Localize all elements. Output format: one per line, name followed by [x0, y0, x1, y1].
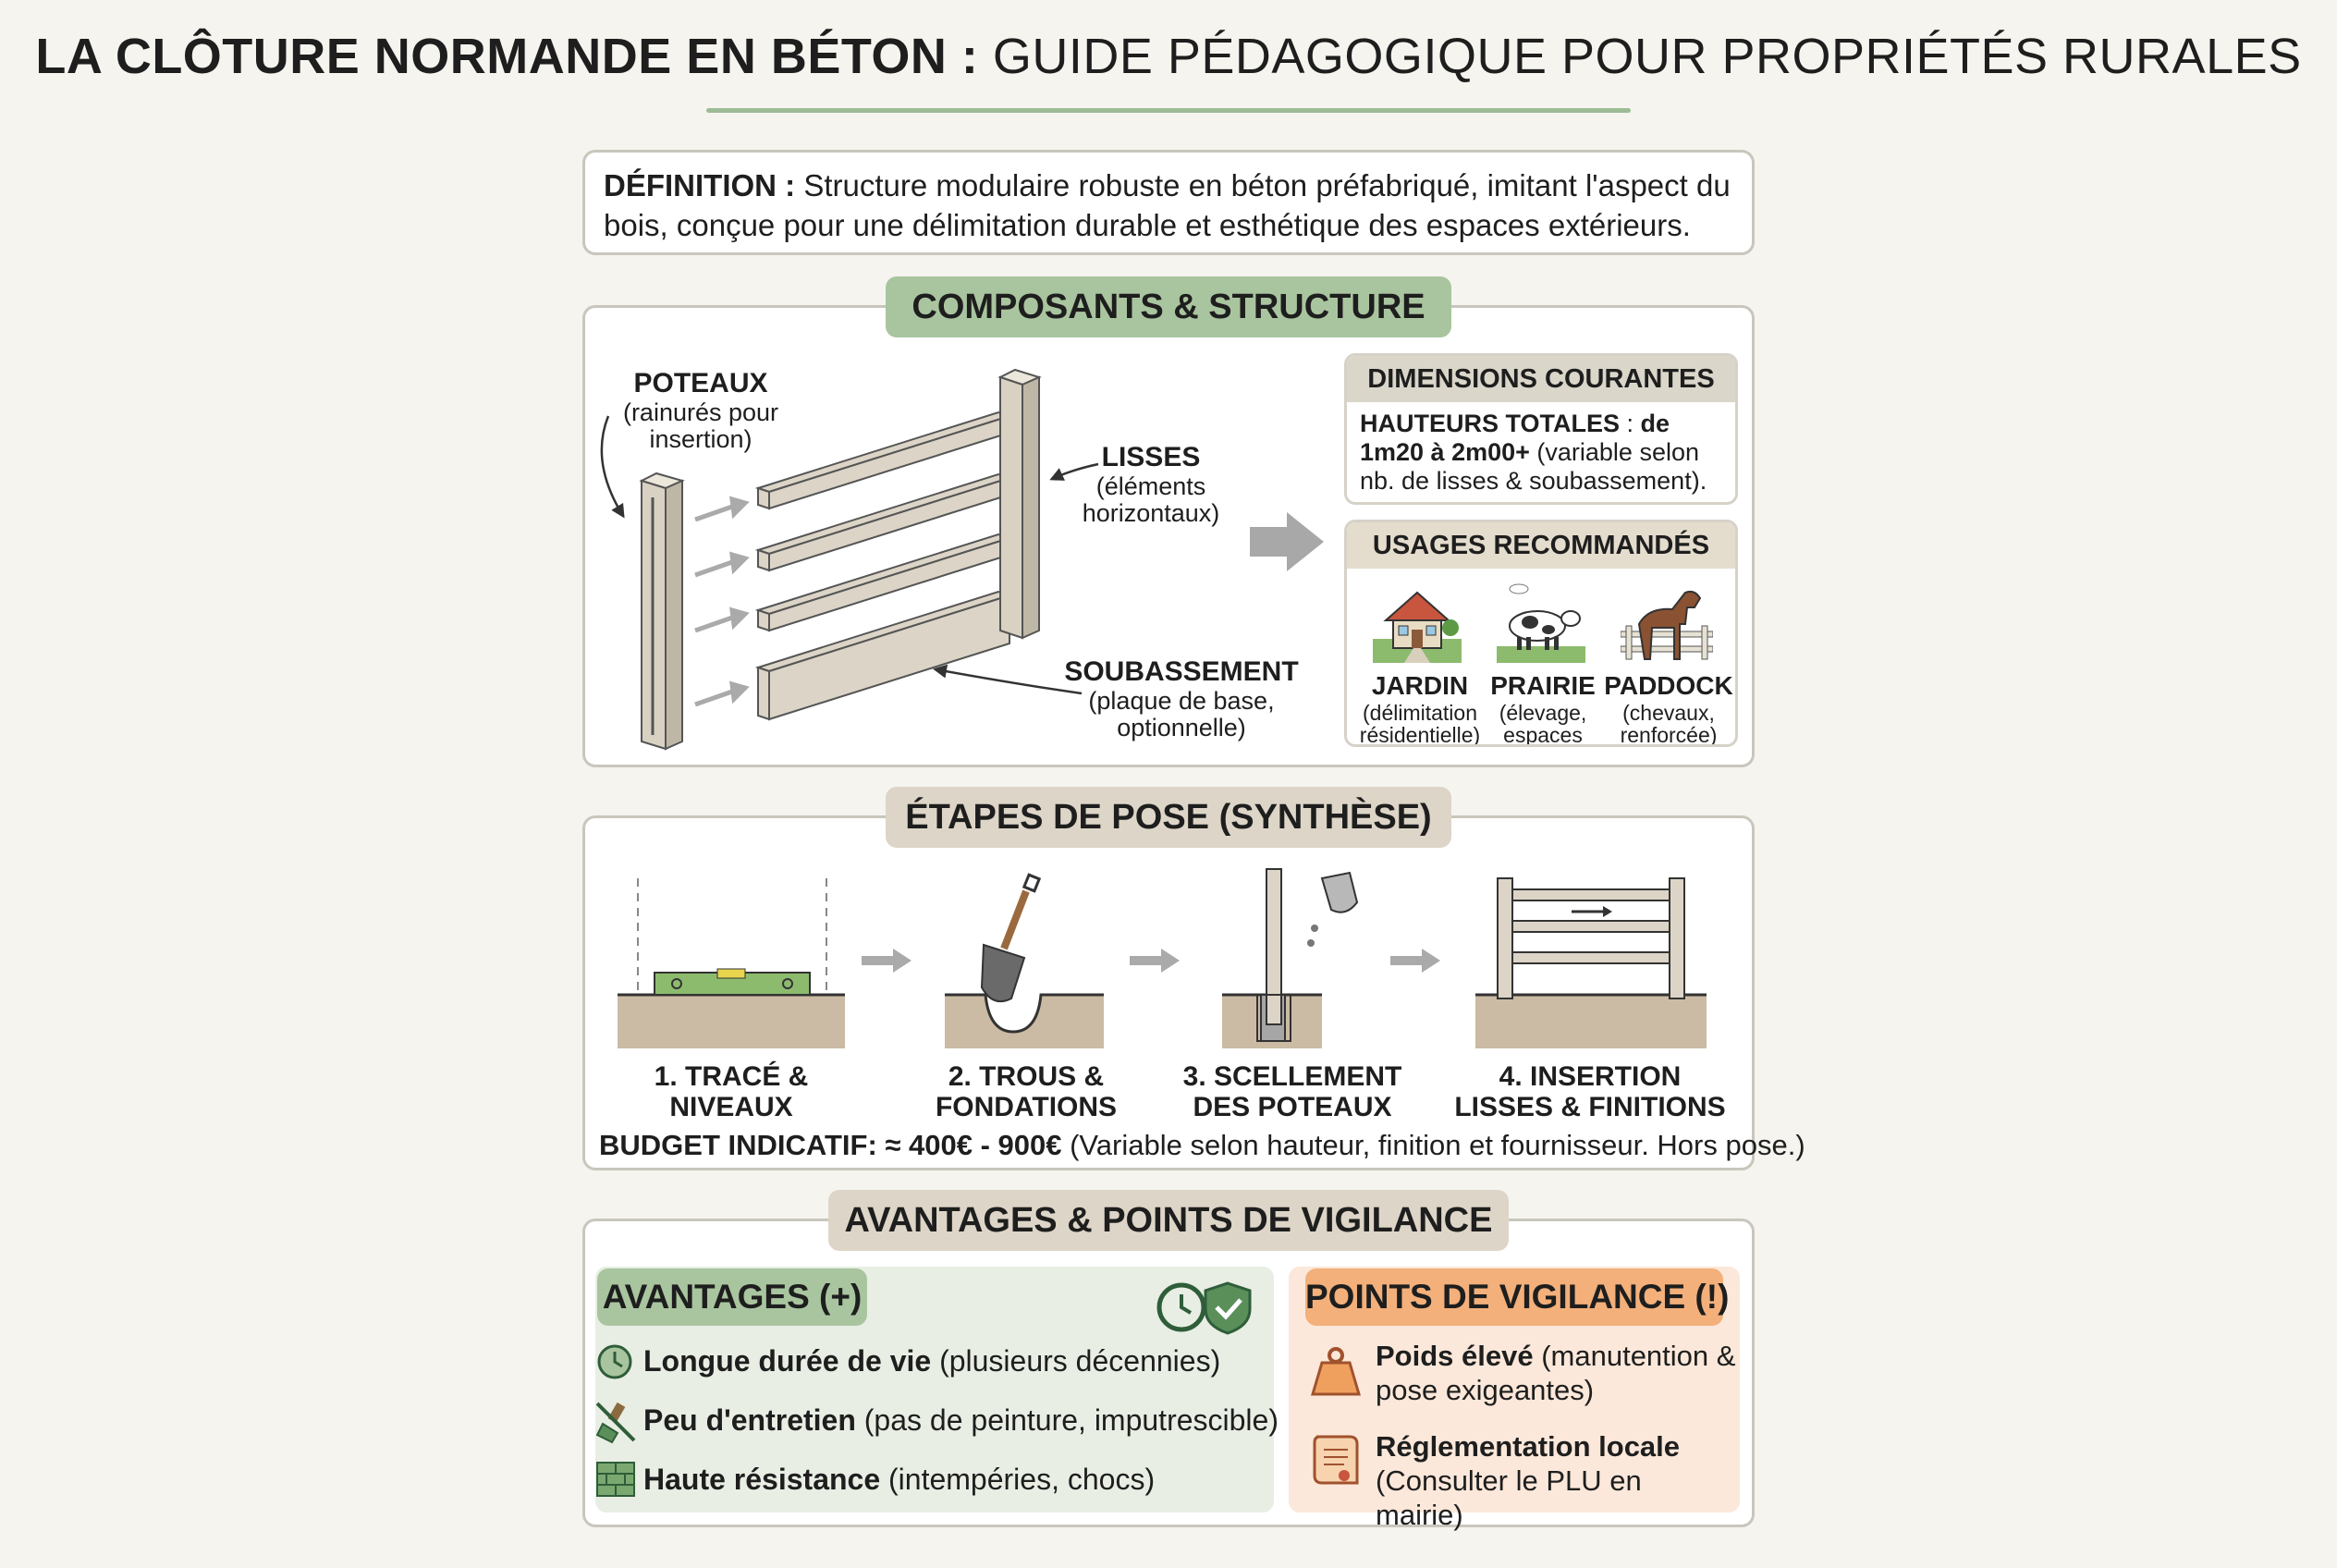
- lisses-label: LISSES (éléments horizontaux): [1082, 442, 1220, 527]
- title-bold: LA CLÔTURE NORMANDE EN BÉTON :: [35, 29, 979, 84]
- definition-text: Structure modulaire robuste en béton pré…: [604, 168, 1731, 242]
- usages-box: USAGES RECOMMANDÉS JARDIN (délimitation …: [1344, 520, 1738, 747]
- rails: [754, 410, 1013, 632]
- budget-line: BUDGET INDICATIF: ≈ 400€ - 900€ (Variabl…: [599, 1129, 1805, 1161]
- vigilance-item-2: Réglementation locale (Consulter le PLU …: [1376, 1430, 1681, 1531]
- usages-title: USAGES RECOMMANDÉS: [1347, 522, 1735, 569]
- vigilance-title: POINTS DE VIGILANCE (!): [1305, 1268, 1729, 1326]
- step-3-label: 3. SCELLEMENT DES POTEAUX: [1182, 1061, 1402, 1122]
- no-brush-icon: [595, 1402, 636, 1444]
- flow-arrow-icon: [1250, 512, 1324, 571]
- advantage-item-2: Peu d'entretien (pas de peinture, imputr…: [643, 1403, 1279, 1437]
- etapes-title: ÉTAPES DE POSE (SYNTHÈSE): [886, 787, 1451, 848]
- page-title: LA CLÔTURE NORMANDE EN BÉTON : GUIDE PÉD…: [0, 28, 2337, 85]
- usage-paddock: PADDOCK (chevaux, renforcée): [1604, 671, 1733, 747]
- dimensions-text: HAUTEURS TOTALES : de 1m20 à 2m00+ (vari…: [1360, 410, 1707, 495]
- finished-fence-icon: [1475, 877, 1707, 1048]
- installation-steps-diagram: [618, 868, 1707, 1048]
- poteaux-label: POTEAUX (rainurés pour insertion): [622, 368, 779, 453]
- step-4-label: 4. INSERTION LISSES & FINITIONS: [1454, 1061, 1726, 1122]
- level-icon: [618, 878, 845, 1048]
- clock-icon: [597, 1344, 632, 1379]
- title-light: GUIDE PÉDAGOGIQUE POUR PROPRIÉTÉS RURALE…: [992, 29, 2302, 84]
- dimensions-box: DIMENSIONS COURANTES HAUTEURS TOTALES : …: [1344, 353, 1738, 505]
- brick-wall-icon: [596, 1462, 635, 1497]
- scroll-icon: [1313, 1435, 1359, 1485]
- shovel-icon: [945, 873, 1104, 1048]
- horse-icon: [1621, 590, 1713, 660]
- title-underline: [706, 108, 1631, 113]
- fence-exploded-diagram: [600, 368, 1324, 751]
- dimensions-title: DIMENSIONS COURANTES: [1347, 356, 1735, 402]
- definition-label: DÉFINITION :: [604, 168, 796, 202]
- vigilance-item-1: Poids élevé (manutention & pose exigeant…: [1376, 1340, 1736, 1406]
- definition-box: DÉFINITION : Structure modulaire robuste…: [582, 150, 1755, 255]
- soubassement-label: SOUBASSEMENT (plaque de base, optionnell…: [1064, 656, 1299, 741]
- step-1-label: 1. TRACÉ & NIVEAUX: [654, 1061, 809, 1122]
- advantages-title: AVANTAGES (+): [597, 1268, 867, 1326]
- advantage-item-1: Longue durée de vie (plusieurs décennies…: [643, 1344, 1221, 1378]
- concrete-bucket-icon: [1222, 868, 1359, 1048]
- post-piece: [639, 472, 685, 751]
- assembled-post: [997, 368, 1042, 640]
- usage-jardin: JARDIN (délimitation résidentielle): [1359, 671, 1481, 747]
- house-icon: [1373, 591, 1462, 663]
- usage-prairie: PRAIRIE (élevage, espaces: [1490, 671, 1596, 747]
- advantage-item-3: Haute résistance (intempéries, chocs): [643, 1463, 1156, 1496]
- durability-shield-icon: [1156, 1281, 1252, 1335]
- weight-icon: [1310, 1347, 1362, 1396]
- step-2-label: 2. TROUS & FONDATIONS: [935, 1061, 1118, 1122]
- cow-icon: [1497, 583, 1585, 663]
- avantages-title: AVANTAGES & POINTS DE VIGILANCE: [828, 1190, 1509, 1251]
- composants-title: COMPOSANTS & STRUCTURE: [886, 276, 1451, 337]
